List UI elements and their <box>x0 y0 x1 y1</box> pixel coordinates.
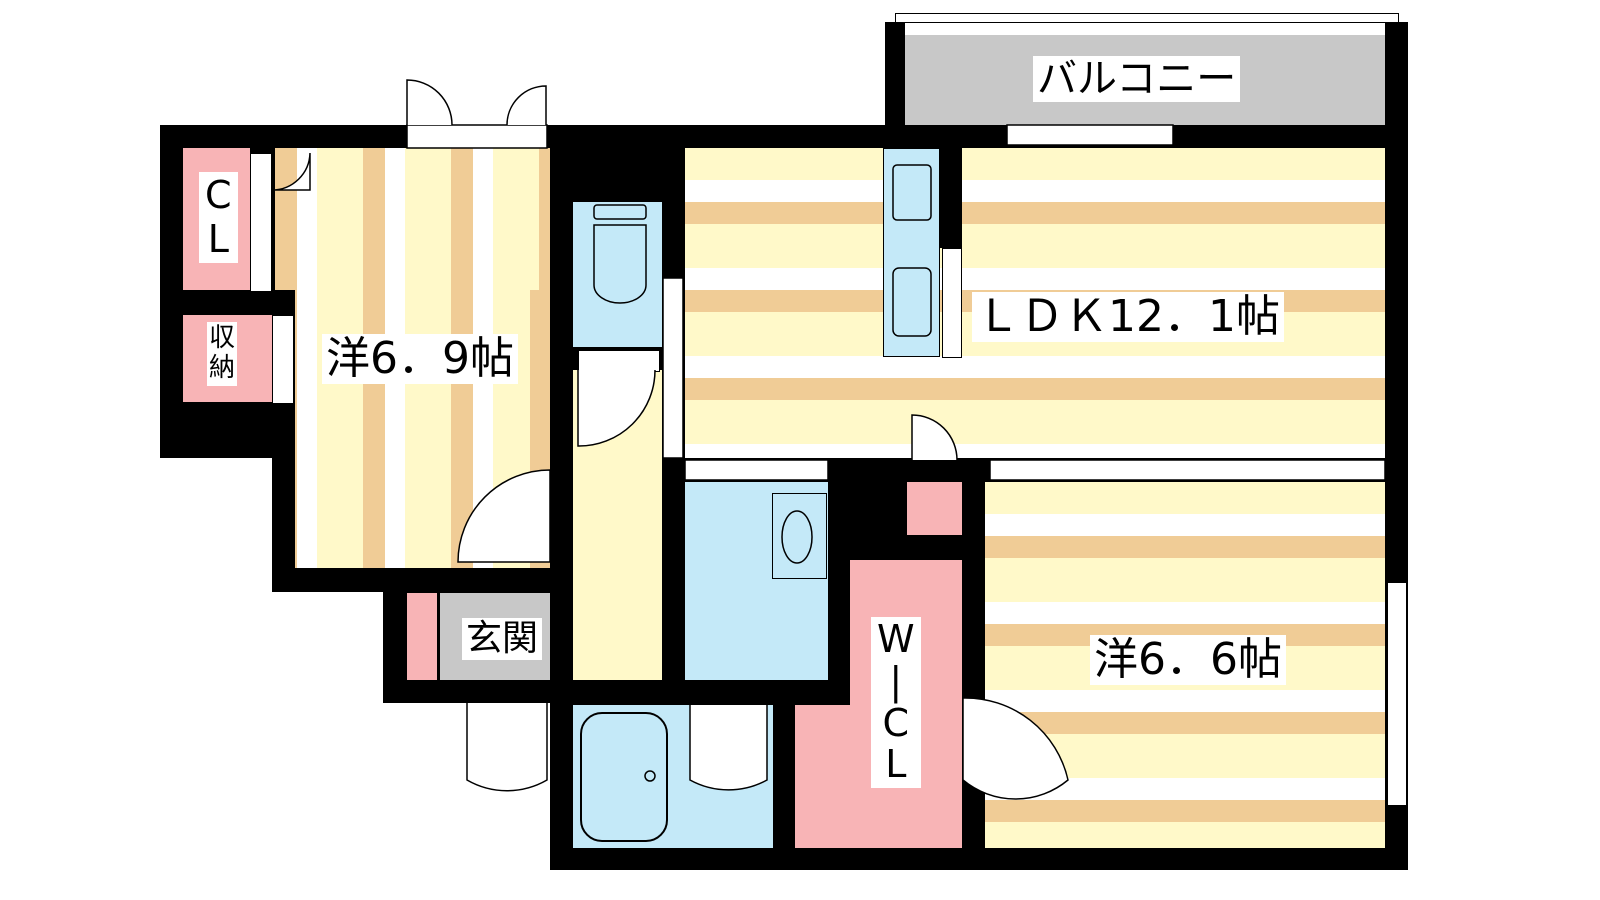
western-room-1-label: 洋6．9帖 <box>322 334 518 384</box>
wall <box>885 22 905 125</box>
western-room-2-label: 洋6．6帖 <box>1090 635 1286 685</box>
bathtub <box>580 712 668 842</box>
wic-label-bar: | <box>889 658 903 703</box>
balcony-label: バルコニー <box>1033 56 1241 102</box>
kitchen-wall <box>942 248 962 358</box>
window <box>1387 582 1407 806</box>
closet-door <box>250 153 272 292</box>
balcony-railing <box>895 13 1399 23</box>
storage-label-1: 収 <box>209 323 236 353</box>
entrance-label: 玄関 <box>462 618 543 660</box>
closet-label-l: L <box>207 216 229 261</box>
western-room-1 <box>275 148 550 290</box>
shoe-storage <box>407 593 437 680</box>
washbasin <box>772 493 827 579</box>
wic-label-w: W <box>877 617 915 661</box>
storage-label: 収納 <box>207 322 238 386</box>
wic-label-l: L <box>885 742 907 787</box>
toilet <box>573 202 662 347</box>
wic-label-c: C <box>882 700 910 745</box>
wall <box>940 148 962 248</box>
ldk-label: ＬＤＫ12．1帖 <box>972 292 1284 342</box>
storage-label-2: 納 <box>209 352 236 383</box>
closet-label-c: C <box>205 173 232 217</box>
storage-door <box>272 315 294 404</box>
wall <box>1385 22 1408 125</box>
small-storage <box>907 482 962 535</box>
